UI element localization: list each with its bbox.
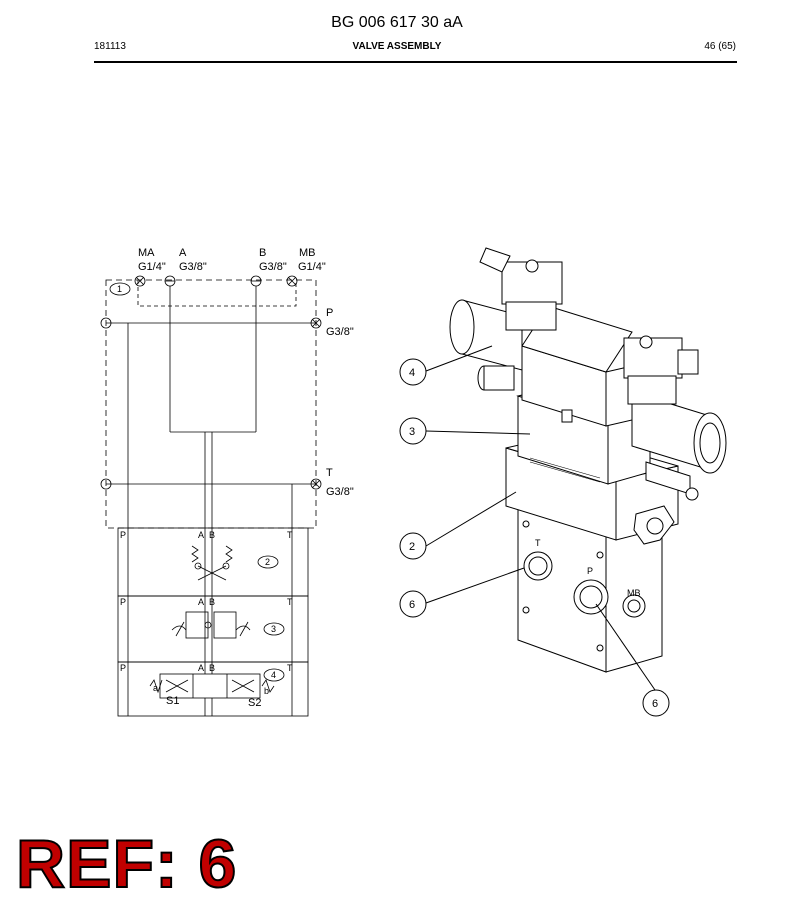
layer-4-outline: [117, 661, 309, 717]
port-ma-symbol: [134, 275, 146, 287]
callout-6-left: [399, 590, 427, 618]
valve-assembly-drawing: [449, 247, 727, 673]
callout-2-label: 2: [409, 541, 415, 553]
layer-3-b: B: [209, 597, 215, 607]
layer-4-t: T: [287, 663, 293, 673]
solenoid-a-label: a: [153, 683, 158, 693]
port-mb-thread: G1/4": [298, 261, 326, 273]
drawing-port-p-mark: P: [587, 566, 593, 576]
layer-2-p: P: [120, 530, 126, 540]
layer-2-a: A: [198, 530, 204, 540]
callout-6-left-label: 6: [409, 599, 415, 611]
drawing-port-mb-mark: MB: [627, 588, 641, 598]
solenoid-s2-label: S2: [248, 697, 261, 709]
callout-4-label: 4: [409, 367, 415, 379]
block-1-number: 1: [117, 284, 122, 294]
callout-6-right-label: 6: [652, 698, 658, 710]
port-ma-label: MA: [138, 247, 155, 259]
callout-3-label: 3: [409, 426, 415, 438]
layer-4-b: B: [209, 663, 215, 673]
solenoid-b-label: b: [264, 686, 269, 696]
callout-4: [399, 358, 427, 386]
page-number: 46 (65): [704, 41, 736, 52]
port-b-label: B: [259, 247, 266, 259]
port-t-thread: G3/8": [326, 486, 354, 498]
layer-3-a: A: [198, 597, 204, 607]
port-t-label: T: [326, 467, 333, 479]
header-rule: [94, 61, 737, 63]
port-p-symbol: [310, 317, 322, 329]
layer-2-b: B: [209, 530, 215, 540]
port-b-thread: G3/8": [259, 261, 287, 273]
port-p-thread: G3/8": [326, 326, 354, 338]
document-number: BG 006 617 30 aA: [331, 14, 463, 31]
port-mb-symbol: [286, 275, 298, 287]
layer-4-a: A: [198, 663, 204, 673]
block-1-label-oval: [109, 282, 131, 296]
layer-3-p: P: [120, 597, 126, 607]
port-a-thread: G3/8": [179, 261, 207, 273]
port-t-symbol: [310, 478, 322, 490]
ref-stamp: REF: 6: [15, 826, 238, 902]
port-ma-thread: G1/4": [138, 261, 166, 273]
callout-6-right: [642, 689, 670, 717]
section-title: VALVE ASSEMBLY: [352, 41, 442, 52]
port-a-label: A: [179, 247, 187, 259]
drawing-port-t-mark: T: [535, 538, 541, 548]
block-1-outline: [105, 279, 317, 529]
callout-3: [399, 417, 427, 445]
solenoid-s1-label: S1: [166, 695, 179, 707]
layer-2-number: 2: [265, 557, 270, 567]
layer-3-number: 3: [271, 624, 276, 634]
callout-2: [399, 532, 427, 560]
layer-4-number: 4: [271, 670, 276, 680]
date-code: 181113: [94, 41, 126, 52]
port-mb-label: MB: [299, 247, 316, 259]
port-p-label: P: [326, 307, 333, 319]
layer-4-p: P: [120, 663, 126, 673]
layer-2-t: T: [287, 530, 293, 540]
layer-3-t: T: [287, 597, 293, 607]
